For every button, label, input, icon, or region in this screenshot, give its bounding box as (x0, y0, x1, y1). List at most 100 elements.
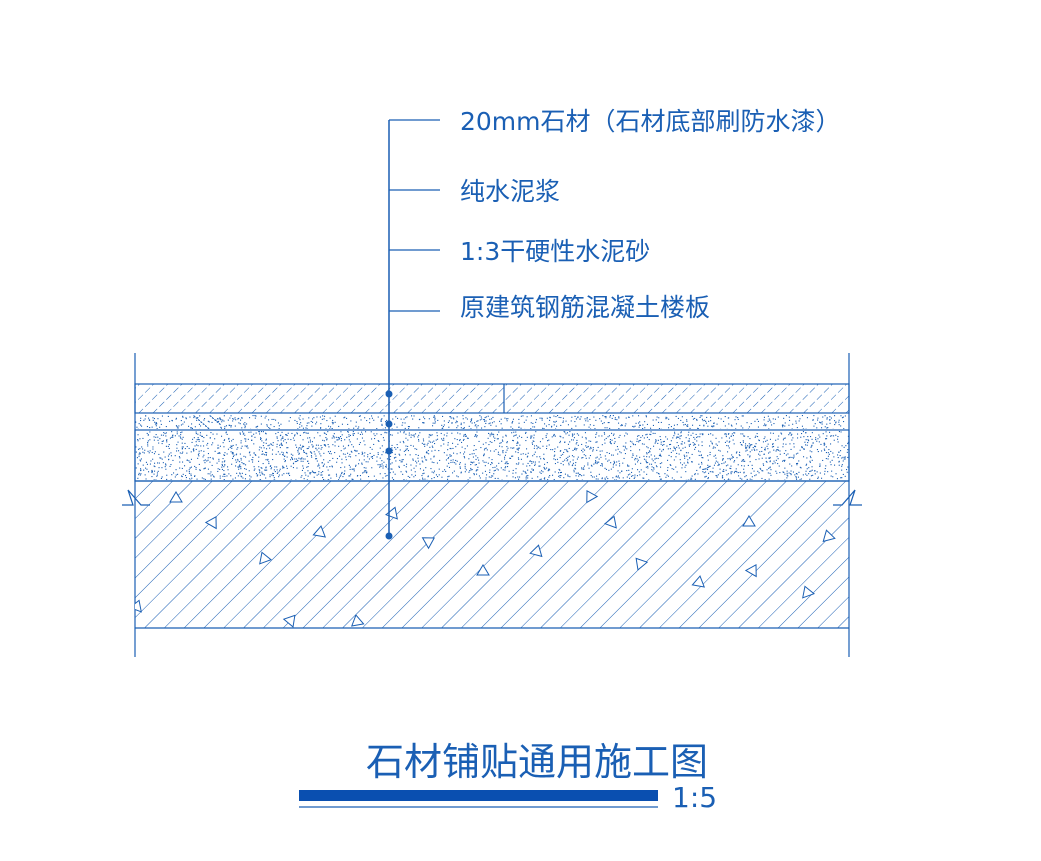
stipple-dot (769, 461, 771, 463)
stipple-dot (796, 463, 798, 465)
stipple-dot (655, 419, 657, 421)
stipple-dot (626, 476, 628, 478)
stipple-dot (221, 463, 223, 465)
stipple-dot (543, 458, 545, 460)
stipple-dot (142, 464, 144, 466)
stipple-dot (198, 455, 200, 457)
stipple-dot (818, 434, 820, 436)
stipple-dot (617, 476, 619, 478)
stipple-dot (216, 433, 218, 435)
stipple-dot (547, 479, 549, 480)
stipple-dot (674, 449, 676, 451)
stipple-dot (618, 417, 620, 419)
stipple-dot (730, 424, 732, 426)
stipple-dot (302, 460, 304, 462)
stipple-dot (296, 421, 298, 423)
stipple-dot (258, 431, 260, 433)
stipple-dot (156, 474, 158, 476)
stipple-dot (256, 428, 258, 429)
stipple-dot (380, 465, 382, 467)
stipple-dot (653, 445, 655, 447)
stipple-dot (562, 417, 564, 419)
stipple-dot (756, 418, 758, 420)
stipple-dot (206, 444, 208, 446)
stipple-dot (518, 422, 520, 424)
stipple-dot (597, 446, 599, 448)
stipple-dot (548, 424, 550, 426)
stipple-dot (771, 424, 773, 426)
stipple-dot (776, 456, 778, 458)
stipple-dot (145, 467, 147, 469)
stipple-dot (526, 465, 528, 467)
stipple-dot (363, 459, 365, 461)
stipple-dot (772, 443, 774, 445)
stipple-dot (806, 417, 808, 419)
stipple-dot (755, 443, 757, 445)
stipple-dot (179, 457, 181, 459)
stipple-dot (626, 470, 628, 472)
stipple-dot (758, 439, 760, 441)
stipple-dot (534, 461, 536, 463)
stipple-dot (741, 415, 743, 417)
stipple-dot (749, 455, 751, 457)
stipple-dot (620, 425, 622, 427)
stipple-dot (669, 444, 671, 446)
stipple-dot (376, 428, 378, 429)
stipple-dot (391, 434, 393, 436)
stipple-dot (263, 447, 265, 449)
stipple-dot (459, 440, 461, 442)
stipple-dot (531, 442, 533, 444)
stipple-dot (145, 478, 147, 480)
stipple-dot (424, 478, 426, 480)
stipple-dot (195, 448, 197, 450)
stipple-dot (615, 464, 617, 466)
stipple-dot (180, 432, 182, 434)
stipple-dot (434, 449, 436, 451)
stipple-dot (175, 417, 177, 419)
stipple-dot (688, 445, 690, 447)
stipple-dot (135, 446, 137, 448)
stipple-dot (283, 458, 285, 460)
stipple-dot (759, 454, 761, 456)
stipple-dot (364, 470, 366, 472)
stipple-dot (477, 469, 479, 471)
stipple-dot (325, 445, 327, 447)
stipple-dot (340, 436, 342, 438)
stipple-dot (723, 469, 725, 471)
stipple-dot (631, 456, 633, 458)
stipple-dot (397, 447, 399, 449)
stipple-dot (534, 451, 536, 453)
stipple-dot (551, 426, 553, 428)
stipple-dot (541, 470, 543, 472)
stipple-dot (299, 434, 301, 436)
stipple-dot (361, 451, 363, 453)
stipple-dot (723, 420, 725, 422)
stipple-dot (652, 424, 654, 426)
stipple-dot (281, 444, 283, 446)
stipple-dot (143, 469, 145, 471)
stipple-dot (497, 451, 499, 453)
stipple-dot (648, 439, 650, 441)
stipple-dot (764, 423, 766, 425)
stipple-dot (825, 438, 827, 440)
stipple-dot (235, 444, 237, 446)
stipple-dot (471, 461, 473, 463)
stipple-dot (841, 469, 843, 471)
stipple-dot (231, 446, 233, 448)
stipple-dot (259, 479, 261, 480)
stipple-dot (769, 466, 771, 468)
stipple-dot (565, 433, 567, 435)
stipple-dot (406, 416, 408, 418)
stipple-dot (292, 454, 294, 456)
stipple-dot (274, 479, 276, 480)
stipple-dot (672, 437, 674, 439)
stipple-dot (763, 419, 765, 421)
stipple-dot (790, 448, 792, 450)
stipple-dot (701, 418, 703, 420)
stipple-dot (800, 436, 802, 438)
stipple-dot (728, 478, 730, 480)
stipple-dot (412, 418, 414, 420)
stipple-dot (574, 448, 576, 450)
leader-dot-stone (385, 390, 393, 398)
stipple-dot (811, 438, 813, 440)
